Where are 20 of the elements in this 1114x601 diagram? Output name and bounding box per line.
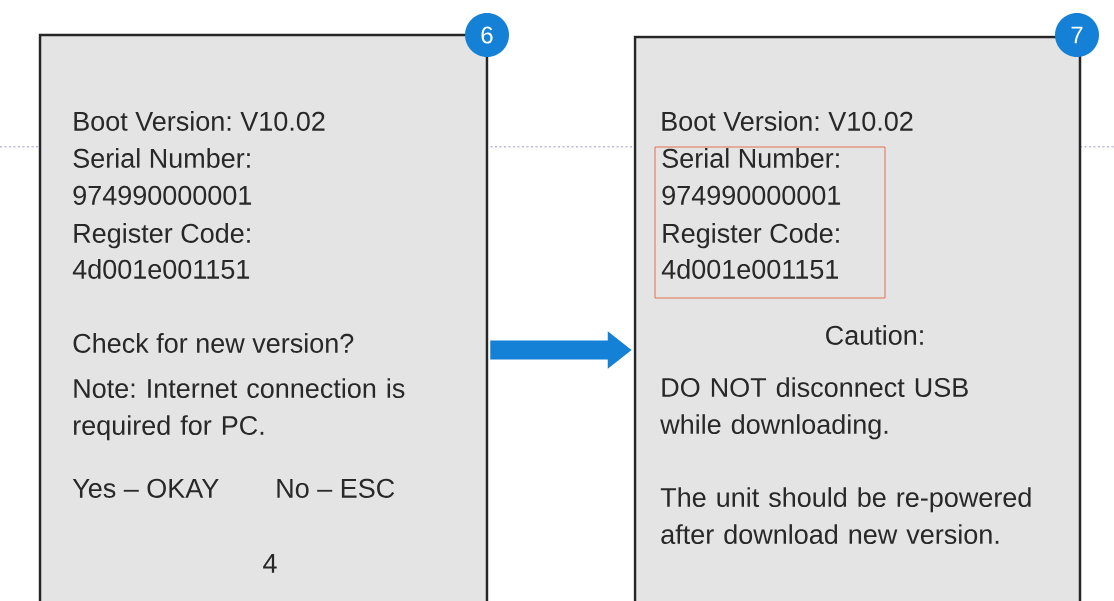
screen-text: Note: Internet connection is required for PC. — [74, 378, 405, 441]
screen-text: No – ESC — [277, 478, 395, 498]
screen-text: 4d001e001151 — [661, 259, 839, 279]
screen-text: DO NOT disconnect USB while downloading. — [660, 377, 968, 440]
screen-text: Register Code: — [74, 223, 250, 249]
screen-text: Yes – OKAY — [72, 478, 219, 498]
screen-text: 4d001e001151 — [72, 259, 250, 279]
screen-text: Check for new version? — [73, 333, 354, 353]
screen-text: Register Code: — [663, 223, 839, 249]
screen-text: 974990000001 — [73, 185, 252, 205]
screen-text: 4 — [263, 554, 277, 573]
screen-text: Serial Number: — [662, 148, 839, 168]
screen-text: Boot Version: V10.02 — [74, 111, 325, 131]
screen-text: 974990000001 — [662, 185, 841, 205]
screen-text: Caution: — [826, 325, 923, 345]
callout-number: 7 — [1055, 13, 1099, 57]
callout-number: 6 — [465, 13, 509, 57]
screen-text: Serial Number: — [73, 148, 250, 168]
screen-text: Boot Version: V10.02 — [662, 111, 913, 131]
screen-text: The unit should be re-powered after download new version. — [660, 487, 1031, 544]
